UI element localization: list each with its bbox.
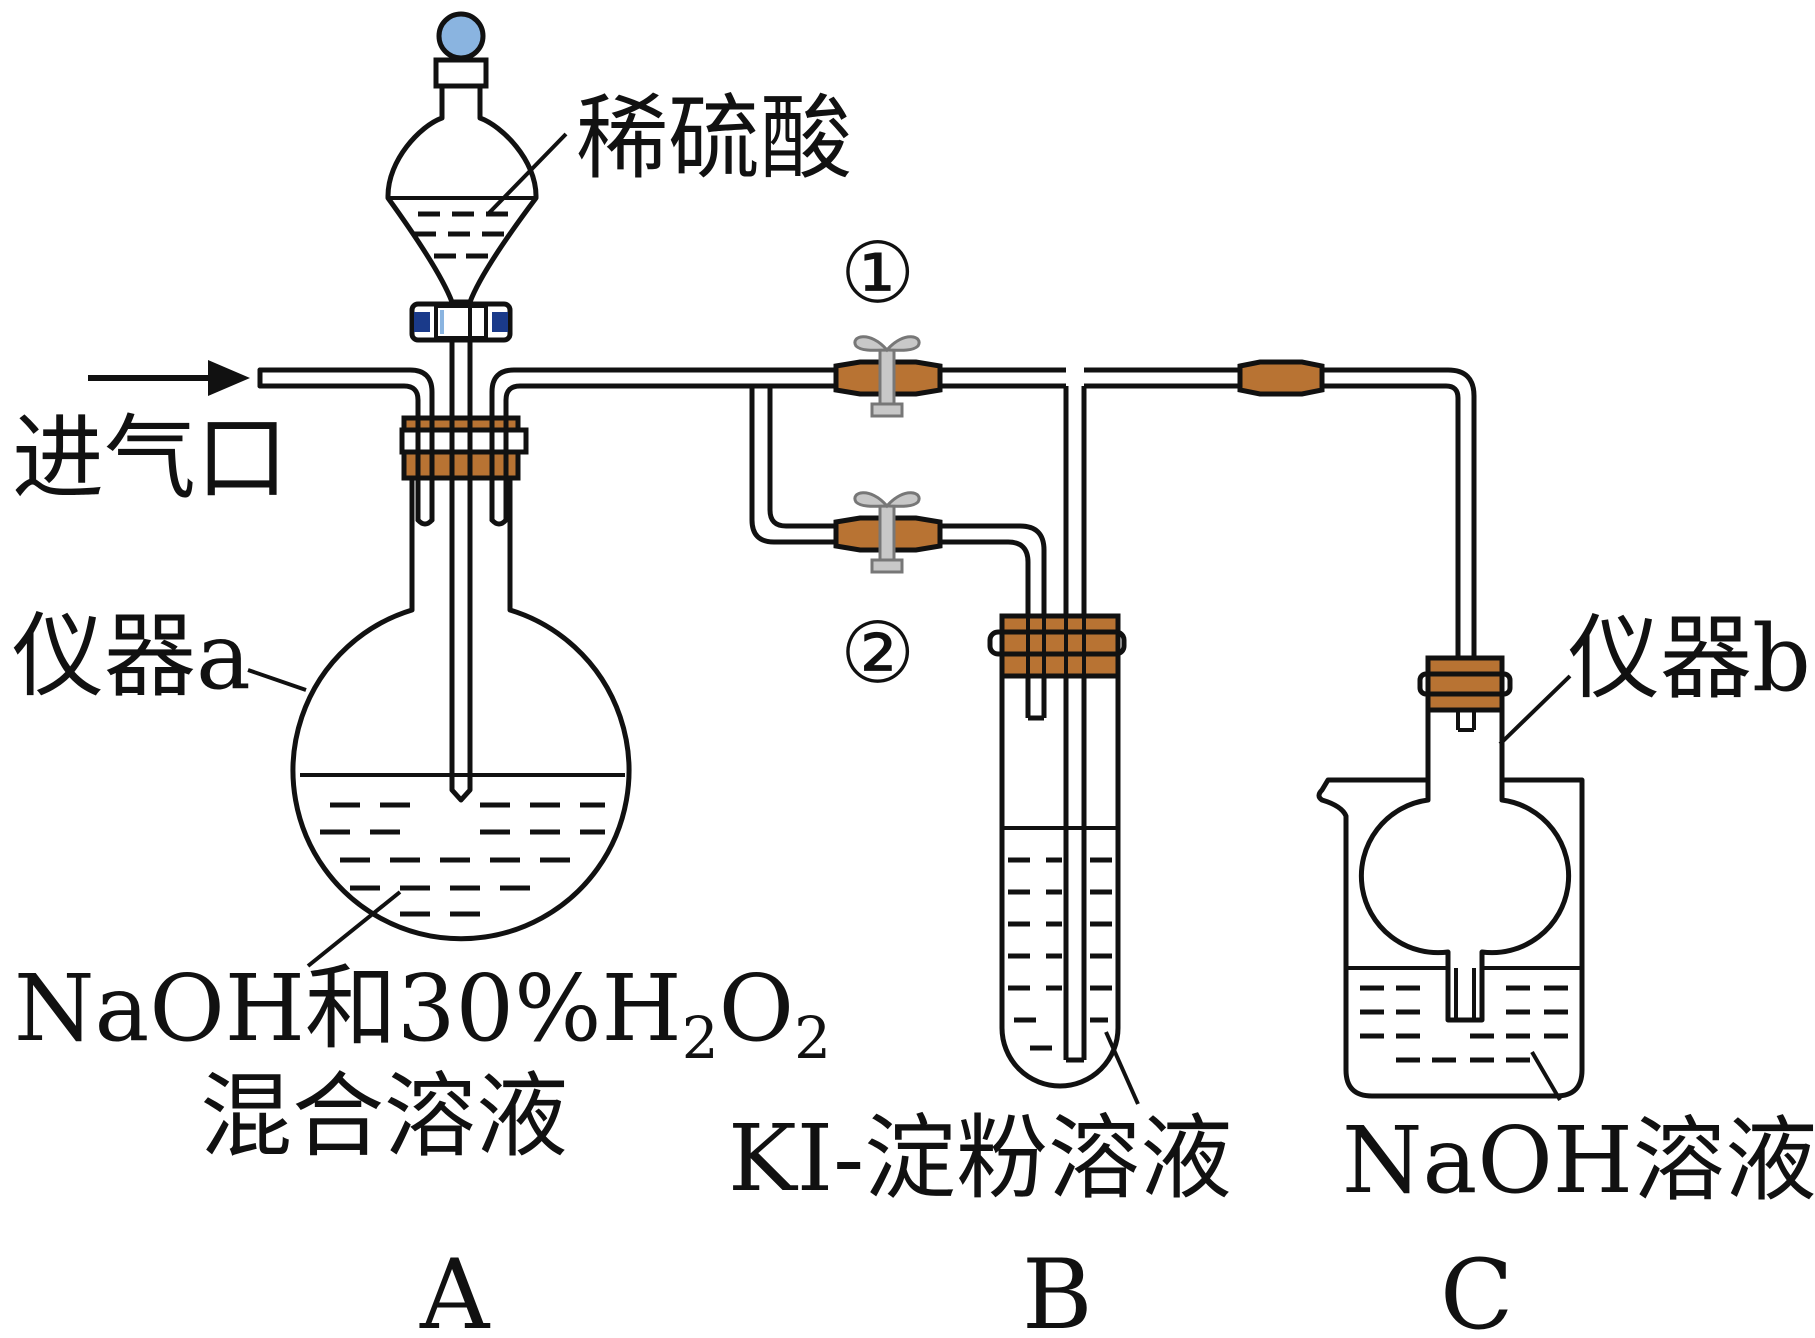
- apparatus-a-letter: A: [419, 1239, 491, 1333]
- bulb-stopper: [1425, 655, 1505, 713]
- pinch-clamp-1: [833, 335, 943, 418]
- rubber-connector: [1237, 359, 1325, 397]
- beaker-liquid-dashes: [1360, 985, 1568, 1063]
- separatory-funnel: [385, 81, 539, 305]
- apparatus-c: [1316, 655, 1585, 1099]
- naoh-label: NaOH溶液: [1342, 1107, 1815, 1214]
- mixture-label-line2: 混合溶液: [200, 1063, 568, 1170]
- flask-liquid-dashes: [320, 802, 605, 917]
- acid-leader: [486, 132, 568, 216]
- mixture-label-line1: NaOH和30%H2O2: [14, 955, 831, 1072]
- instrument-b-leader: [1498, 674, 1572, 746]
- apparatus-b: [987, 613, 1127, 1089]
- inlet-arrow: [88, 360, 250, 396]
- apparatus-a: [257, 11, 773, 942]
- ki-leader: [1104, 1031, 1140, 1105]
- tube-stopper: [999, 613, 1121, 679]
- naoh-leader: [1530, 1050, 1562, 1102]
- drying-bulb: [1358, 687, 1572, 1023]
- funnel-knob: [436, 11, 486, 61]
- instrument-a-leader: [247, 668, 307, 692]
- tube-liquid-dashes: [1008, 857, 1112, 1051]
- instrument-a-label: 仪器a: [12, 603, 251, 710]
- inlet-label: 进气口: [12, 405, 288, 512]
- dilute-acid-label: 稀硫酸: [576, 85, 852, 192]
- clamp-2-label: ②: [840, 604, 915, 702]
- pinch-clamp-2: [833, 491, 943, 574]
- ki-starch-label: KI-淀粉溶液: [728, 1105, 1232, 1212]
- mixture-leader: [306, 890, 402, 968]
- apparatus-c-letter: C: [1440, 1239, 1513, 1333]
- instrument-b-label: 仪器b: [1568, 605, 1811, 712]
- round-bottom-flask: [290, 470, 632, 942]
- funnel-stopcock: [409, 301, 513, 343]
- apparatus-b-letter: B: [1022, 1239, 1093, 1333]
- clamp-1-label: ①: [840, 224, 915, 322]
